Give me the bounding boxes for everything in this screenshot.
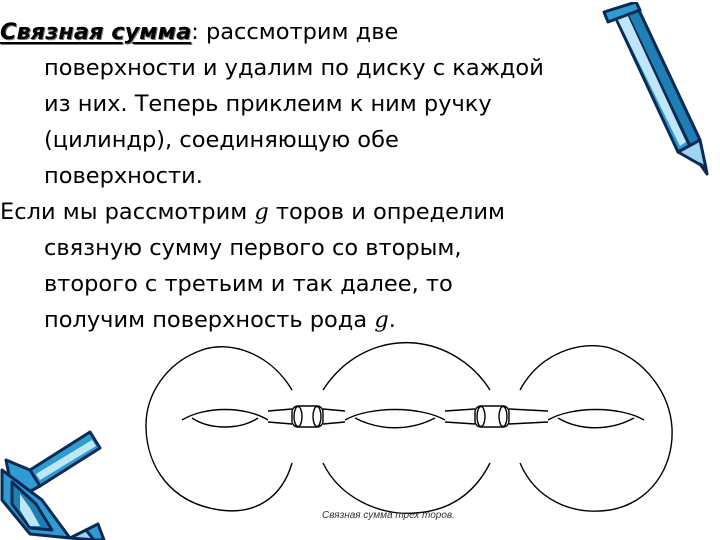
line-5: поверхности.	[44, 163, 203, 189]
paragraph-connected-sum: Связная сумма: рассмотрим две поверхност…	[0, 14, 640, 194]
slide-text: Связная сумма: рассмотрим две поверхност…	[0, 14, 640, 338]
tube-2	[444, 405, 549, 428]
line-9-a: получим поверхность рода	[44, 307, 375, 333]
torus-3-outline	[519, 345, 673, 512]
line-1: Связная сумма: рассмотрим две	[0, 14, 640, 50]
three-tori-diagram	[145, 341, 673, 515]
line-3: из них. Теперь приклеим к ним ручку	[44, 91, 492, 117]
line-1-text: : рассмотрим две	[191, 19, 399, 45]
tube-1	[267, 405, 346, 428]
variable-g: g	[254, 199, 269, 225]
paragraph-genus: Если мы рассмотрим g торов и определим с…	[0, 194, 640, 338]
torus-2-outline	[322, 341, 491, 391]
line-9-b: .	[388, 307, 396, 333]
pencil-icon-top-right	[602, 2, 709, 176]
torus-1-outline	[145, 346, 293, 512]
line-2: поверхности и удалим по диску с каждой	[44, 55, 544, 81]
line-6: Если мы рассмотрим g торов и определим	[0, 194, 640, 230]
line-4: (цилиндр), соединяющую обе	[44, 127, 399, 153]
line-7: связную сумму первого со вторым,	[44, 235, 462, 261]
line-9: получим поверхность рода g.	[0, 302, 640, 338]
pencils-icon-bottom-left	[0, 430, 106, 540]
line-6-b: торов и определим	[268, 199, 505, 225]
figure-caption: Связная сумма трех торов.	[322, 510, 455, 521]
torus-2-hole	[344, 408, 446, 421]
torus-2-outline-bottom	[322, 462, 491, 515]
torus-3-hole	[547, 408, 645, 421]
line-8: второго с третьим и так далее, то	[44, 271, 453, 297]
term-connected-sum: Связная сумма	[0, 19, 192, 45]
torus-1-hole	[181, 408, 269, 421]
line-6-a: Если мы рассмотрим	[0, 199, 255, 225]
variable-g-2: g	[374, 307, 389, 333]
